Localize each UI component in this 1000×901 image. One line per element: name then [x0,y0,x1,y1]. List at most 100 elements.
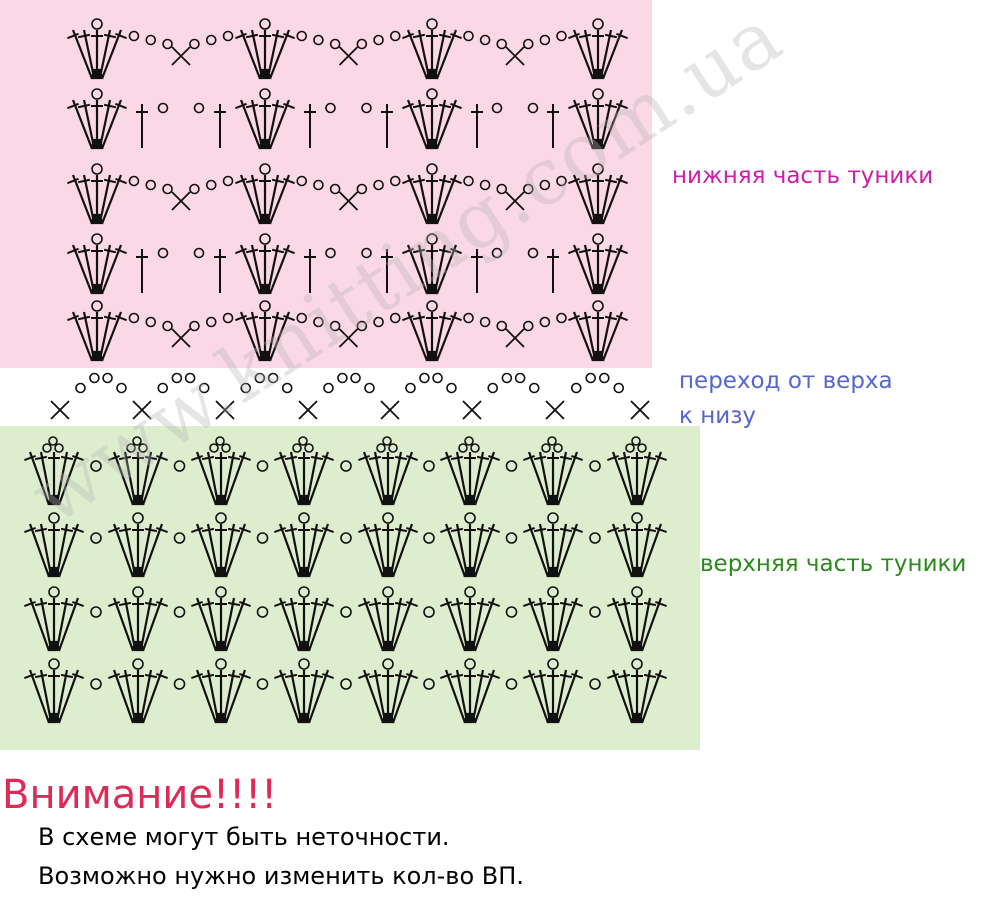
fan-spoke-bar [604,103,618,109]
fan-spoke-bar [245,33,259,39]
fan-spoke-bar [115,177,127,185]
chain-stitch [157,382,169,394]
chain-stitch [491,247,503,259]
chain-stitch [505,678,518,690]
fan-spoke-bar [322,455,334,461]
fan-spoke-bar [440,527,452,533]
fan-spoke [389,523,403,577]
fan-spoke [444,451,466,505]
top-part-zone [0,426,700,750]
fan-spoke [250,99,264,149]
chain-stitch [329,38,341,50]
fan-spoke [58,669,80,723]
fan-base [131,712,145,724]
fan-spoke-bar [227,601,241,607]
fan-spoke-bar [402,314,414,322]
fan-spoke [611,451,633,505]
fan-spoke-bar [103,103,117,109]
fan-spoke-bar [523,455,535,461]
fan-spoke [471,451,485,505]
fan-spoke-bar [283,247,295,255]
shell-fan [607,658,667,724]
shell-fan [24,586,84,652]
fan-spoke [373,669,387,723]
shell-fan [67,88,127,150]
chain-stitch [221,443,231,453]
shell-fan [191,658,251,724]
fan-spoke [641,597,663,651]
chain-stitch [116,382,127,394]
shell-fan [440,586,500,652]
fan-base [47,566,61,578]
chain-stitch [256,532,269,544]
fan-spoke [289,597,303,651]
fan-spoke [278,523,300,577]
fan-spoke-bar [604,248,618,254]
chain-stitch [432,372,443,384]
fan-spoke [82,99,96,149]
chain-stitch [329,183,341,195]
fan-spoke-bar [24,673,36,679]
shell-fan [358,586,418,652]
fan-spoke-bar [406,527,418,533]
fan-spoke [139,451,153,505]
fan-spoke-bar [450,455,464,461]
fan-spoke [142,451,164,505]
chain-stitch [463,312,474,324]
fan-spoke-bar [559,455,573,461]
fan-spoke-bar [103,248,117,254]
single-crochet [380,400,400,420]
fan-spoke-bar [77,315,91,321]
chain-stitch [464,586,476,598]
fan-spoke-bar [103,315,117,321]
chain-stitch [388,443,398,453]
shell-fan [191,451,251,506]
fan-spoke-bar [77,248,91,254]
fan-spoke-bar [284,527,298,533]
fan-spoke [572,311,594,361]
fan-spoke-bar [283,102,295,110]
single-crochet [171,46,191,66]
fan-spoke [239,29,261,79]
fan-spoke [392,451,414,505]
fan-base [131,640,145,652]
shell-fan [24,451,84,506]
fan-spoke [305,669,319,723]
fan-spoke [28,451,50,505]
chain-stitch [505,460,518,472]
fan-spoke-bar [578,103,592,109]
chain-stitch [313,179,324,191]
fan-spoke [638,451,652,505]
fan-spoke [206,523,220,577]
fan-base [258,68,272,80]
chain-stitch [91,163,103,175]
fan-spoke [433,99,447,149]
fan-spoke-bar [533,673,547,679]
chain-stitch [132,586,144,598]
fan-spoke [417,99,431,149]
chain-stitch [464,512,476,524]
chain-stitch [128,175,140,187]
chain-stitch [173,460,186,472]
fan-spoke [436,99,458,149]
chain-stitch [547,512,559,524]
fan-base [258,350,272,362]
fan-spoke [206,597,220,651]
fan-spoke [389,451,403,505]
fan-spoke-bar [604,33,618,39]
fan-base [546,640,560,652]
fan-spoke [266,311,280,361]
fan-spoke [269,29,291,79]
fan-spoke [123,451,137,505]
chain-stitch [501,372,513,384]
fan-spoke-bar [227,455,241,461]
chain-stitch [48,658,60,670]
chain-stitch [556,30,567,42]
fan-spoke [142,669,164,723]
chain-stitch [42,443,52,453]
chain-stitch [464,436,474,446]
fan-spoke [538,451,552,505]
chain-stitch [256,678,269,690]
fan-spoke-bar [533,455,547,461]
